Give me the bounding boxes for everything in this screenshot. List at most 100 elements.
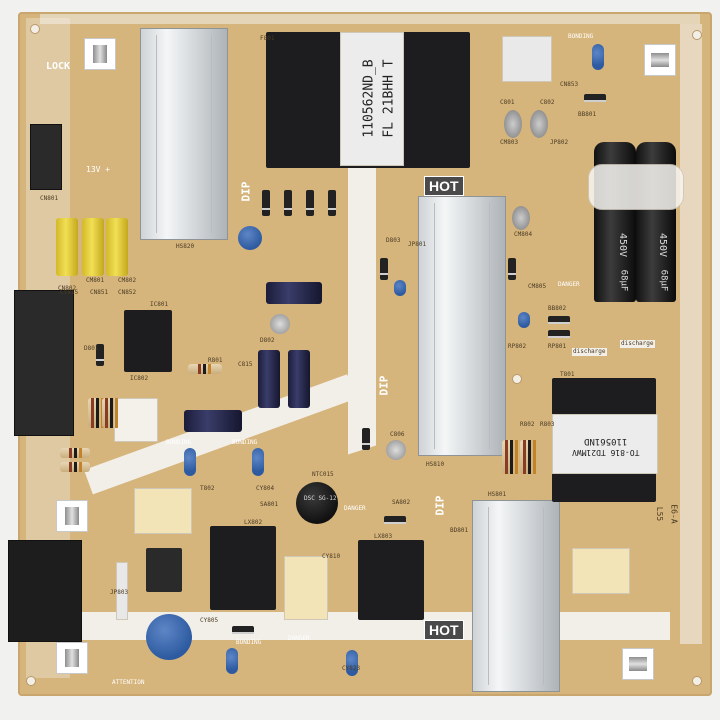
disc-label: DSC SG-12 <box>304 495 337 502</box>
capacitor-rating-right: 450V <box>657 232 669 258</box>
designator-label: T802 <box>200 485 215 492</box>
choke-coil <box>146 548 182 592</box>
label-bonding-3: BONDING <box>568 33 594 40</box>
designator-label: CY823 <box>342 665 361 672</box>
mount-clip-top-left <box>84 38 116 70</box>
trace-top <box>40 14 700 24</box>
label-bonding-2: BONDING <box>232 439 258 446</box>
designator-label: C806 <box>390 431 405 438</box>
designator-label: BB802 <box>548 305 567 312</box>
label-hot-bottom: HOT <box>424 620 464 640</box>
yellow-capacitor-3 <box>106 218 128 276</box>
side-transformer-text-2: TO-816 TD21MWV <box>572 448 640 457</box>
designator-label: RP802 <box>508 343 527 350</box>
blue-capacitor-5 <box>346 650 358 676</box>
designator-label: SA802 <box>392 499 411 506</box>
capacitor-small-center <box>270 314 290 334</box>
diode-7 <box>548 316 570 324</box>
label-13v: 13V + <box>86 165 111 174</box>
mount-clip-bottom-right <box>622 648 654 680</box>
designator-label: CN852 <box>118 289 137 296</box>
designator-label: C801 <box>500 99 515 106</box>
resistor-5 <box>188 364 222 374</box>
chip-ic-left <box>124 310 172 372</box>
mount-hole-5 <box>512 374 522 384</box>
label-l55: L55 <box>655 506 665 522</box>
trace-middle-vertical <box>348 145 376 455</box>
white-component-left <box>114 398 158 442</box>
diode-11 <box>362 428 370 450</box>
diode-6 <box>508 258 516 280</box>
designator-label: BD801 <box>450 527 469 534</box>
main-transformer-text-1: 110562ND_B <box>361 59 377 138</box>
capacitor-glue <box>588 164 684 210</box>
designator-label: CM805 <box>528 283 547 290</box>
blue-capacitor-1 <box>238 226 262 250</box>
designator-label: HS810 <box>426 461 445 468</box>
designator-label: CM804 <box>514 231 533 238</box>
label-dip-2: DIP <box>377 375 391 396</box>
diode-1 <box>262 190 270 216</box>
capacitor-small-top-2 <box>530 110 548 138</box>
diode-10 <box>96 344 104 366</box>
label-danger-3: DANGER <box>288 635 310 642</box>
connector-cn803-ac <box>8 540 82 642</box>
designator-label: LX802 <box>244 519 263 526</box>
label-bonding-1: BONDING <box>166 439 192 446</box>
label-danger-1: DANGER <box>558 281 580 288</box>
designator-label: CY810 <box>322 553 341 560</box>
beige-relay-left <box>134 488 192 534</box>
designator-label: T801 <box>560 371 575 378</box>
designator-label: SA801 <box>260 501 279 508</box>
designator-label: C802 <box>540 99 555 106</box>
capacitor-small-mid <box>512 206 530 230</box>
main-transformer-text-2: FL 21BHH T <box>381 59 397 138</box>
capacitor-vertical-2 <box>288 350 310 408</box>
designator-label: CN802 <box>58 285 77 292</box>
designator-label: CN853 <box>560 81 579 88</box>
diode-3 <box>306 190 314 216</box>
resistor-1 <box>88 398 98 428</box>
designator-label: R801 <box>208 357 223 364</box>
heatsink-center <box>418 196 506 456</box>
resistor-2 <box>102 398 112 428</box>
designator-label: CM801 <box>86 277 105 284</box>
resistor-7 <box>520 440 530 474</box>
white-relay-top <box>502 36 552 82</box>
capacitor-uf-right: 68µF <box>658 269 669 292</box>
diode-5 <box>380 258 388 280</box>
heatsink-top-left <box>140 28 228 240</box>
designator-label: CN801 <box>40 195 59 202</box>
diode-8 <box>548 330 570 338</box>
diode-9 <box>584 94 606 102</box>
label-dip-3: DIP <box>433 495 447 516</box>
capacitor-horizontal-1 <box>266 282 322 304</box>
label-bonding-4: BONDING <box>236 639 262 646</box>
capacitor-small-top-1 <box>504 110 522 138</box>
capacitor-horizontal-2 <box>184 410 242 432</box>
designator-label: CN851 <box>90 289 109 296</box>
designator-label: D803 <box>386 237 401 244</box>
designator-label: R802 <box>520 421 535 428</box>
designator-label: HS820 <box>176 243 195 250</box>
capacitor-uf-left: 68µF <box>618 269 629 292</box>
mount-hole-3 <box>26 676 36 686</box>
designator-label: CM802 <box>118 277 137 284</box>
yellow-capacitor-2 <box>82 218 104 276</box>
inductor-lx802 <box>210 526 276 610</box>
mount-hole-2 <box>692 30 702 40</box>
designator-label: IC802 <box>130 375 149 382</box>
label-danger-2: DANGER <box>344 505 366 512</box>
heatsink-bottom-right <box>472 500 560 692</box>
blue-capacitor-4 <box>226 648 238 674</box>
diode-12 <box>384 516 406 524</box>
label-lock: LOCK <box>46 61 71 72</box>
designator-label: JP802 <box>550 139 569 146</box>
label-ntc: NTC015 <box>312 471 334 478</box>
yellow-capacitor-1 <box>56 218 78 276</box>
mount-hole-4 <box>692 676 702 686</box>
designator-label: RP801 <box>548 343 567 350</box>
capacitor-small-cp805 <box>386 440 406 460</box>
designator-label: D801 <box>84 345 99 352</box>
